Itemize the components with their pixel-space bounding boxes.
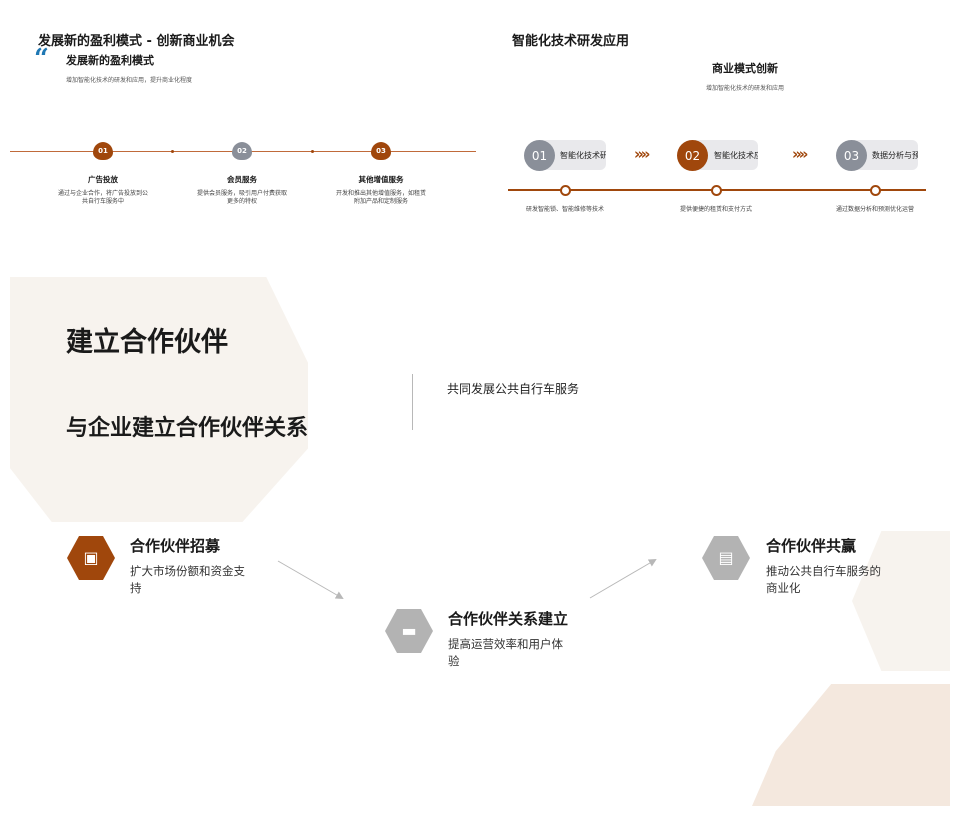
step-marker-01: 01	[93, 142, 113, 160]
section-subtitle: 发展新的盈利模式	[66, 54, 154, 67]
step-title: 合作伙伴共赢	[766, 537, 857, 555]
arrow-connector	[277, 560, 344, 600]
side-text: 共同发展公共自行车服务	[447, 382, 580, 396]
step-description: 提供便捷的租赁和支付方式	[679, 206, 752, 213]
timeline-dot	[171, 150, 174, 153]
slide-title: 发展新的盈利模式 - 创新商业机会	[38, 34, 235, 49]
step-number-03: 03	[836, 140, 867, 171]
step-label: 智能化技术应用	[714, 150, 758, 160]
background-shape	[10, 277, 308, 522]
item-description: 提供会员服务，吸引用户付费获取更多的特权	[197, 190, 288, 206]
item-title: 其他增值服务	[358, 175, 404, 184]
step-description: 推动公共自行车服务的商业化	[766, 564, 881, 596]
step-number-01: 01	[524, 140, 555, 171]
item-description: 开发和推出其他增值服务，如租赁附加产品和定制服务	[336, 190, 427, 206]
step-marker-03: 03	[371, 142, 391, 160]
divider	[412, 374, 413, 430]
step-marker-02: 02	[232, 142, 252, 160]
arrow-connector	[589, 558, 657, 599]
step-label: 智能化技术研发	[560, 150, 606, 160]
step-description: 研发智能锁、智能维修等技术	[525, 206, 604, 213]
quote-icon: “	[34, 44, 49, 74]
slide-title: 智能化技术研发应用	[512, 34, 630, 49]
step-description: 扩大市场份额和资金支持	[130, 564, 245, 596]
timeline-dot	[311, 150, 314, 153]
item-description: 通过与企业合作，将广告投放到公共自行车服务中	[58, 190, 149, 206]
slide-title: 建立合作伙伴	[66, 327, 228, 358]
section-description: 增加智能化技术的研发和应用	[705, 85, 784, 92]
step-description: 提高运营效率和用户体验	[448, 637, 563, 669]
timeline-node	[711, 185, 722, 196]
step-description: 通过数据分析和预测优化运营	[835, 206, 914, 213]
step-number-02: 02	[677, 140, 708, 171]
step-label: 数据分析与预测	[872, 150, 918, 160]
item-title: 广告投放	[88, 175, 118, 184]
slide-subtitle: 与企业建立合作伙伴关系	[66, 416, 309, 441]
timeline-node	[870, 185, 881, 196]
step-title: 合作伙伴招募	[130, 537, 221, 555]
step-title: 合作伙伴关系建立	[448, 610, 569, 628]
double-chevron-icon: »»	[792, 145, 808, 163]
section-subtitle: 商业模式创新	[712, 62, 778, 75]
item-title: 会员服务	[227, 175, 257, 184]
double-chevron-icon: »»	[634, 145, 650, 163]
section-description: 增加智能化技术的研发和应用，提升商业化程度	[66, 77, 193, 84]
timeline-node	[560, 185, 571, 196]
